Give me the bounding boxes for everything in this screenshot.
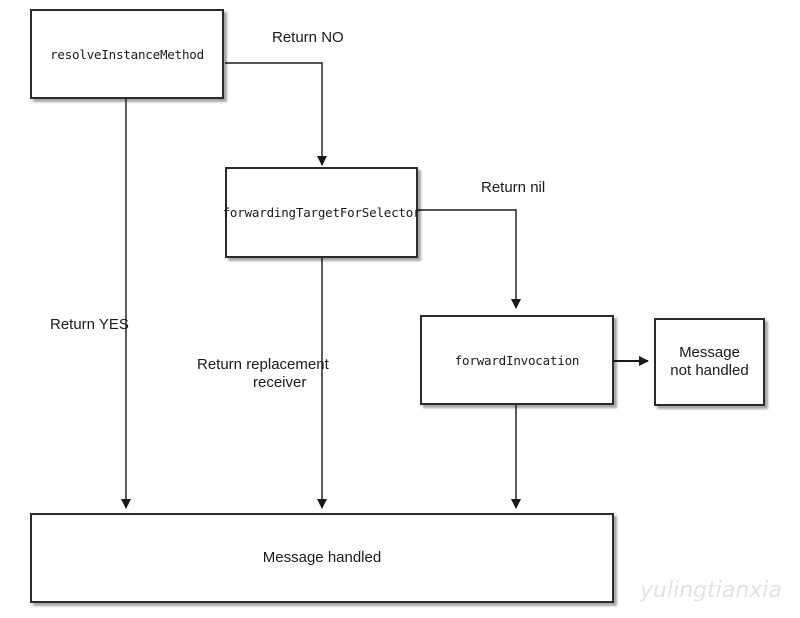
edge-return-nil <box>418 209 521 309</box>
watermark: yulingtianxia <box>640 578 782 603</box>
resolve-instance-method-box: resolveInstanceMethod <box>30 9 224 99</box>
message-not-handled-box: Message not handled <box>654 318 765 406</box>
message-not-handled-label: Message not handled <box>670 344 749 379</box>
return-replacement-label-line2: receiver <box>253 374 307 391</box>
forwarding-target-box: forwardingTargetForSelector <box>222 167 421 258</box>
return-yes-label: Return YES <box>50 316 129 333</box>
resolve-instance-method-label: resolveInstanceMethod <box>50 46 204 62</box>
message-handled-label: Message handled <box>262 549 382 566</box>
forward-invocation-label: forwardInvocation <box>454 352 580 368</box>
forwarding-target-label: forwardingTargetForSelector <box>222 205 421 220</box>
return-replacement-label-line1: Return replacement <box>197 356 329 373</box>
return-nil-label: Return nil <box>481 179 546 196</box>
edge-return-no <box>225 62 327 166</box>
forward-invocation-box: forwardInvocation <box>420 315 614 405</box>
return-no-label: Return NO <box>272 29 344 46</box>
message-handled-box: Message handled <box>30 513 614 603</box>
